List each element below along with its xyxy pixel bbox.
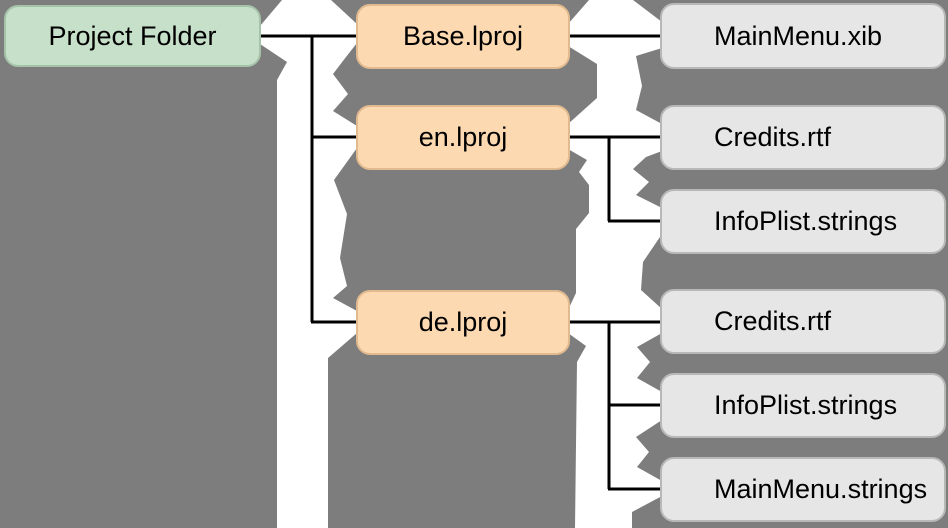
node-credits-rtf-de: Credits.rtf [660,289,946,354]
node-de-lproj: de.lproj [356,290,570,355]
node-mainmenu-strings: MainMenu.strings [660,457,946,522]
node-project-folder: Project Folder [4,5,261,67]
node-credits-rtf-en: Credits.rtf [660,105,946,170]
torn-strip-right [568,0,662,528]
torn-strip-left [260,0,357,528]
node-infoplist-strings-de: InfoPlist.strings [660,373,946,438]
connector-lines [259,34,662,491]
node-en-lproj: en.lproj [356,105,570,170]
node-infoplist-strings-en: InfoPlist.strings [660,189,946,254]
node-mainmenu-xib: MainMenu.xib [660,3,946,69]
node-base-lproj: Base.lproj [356,4,570,69]
